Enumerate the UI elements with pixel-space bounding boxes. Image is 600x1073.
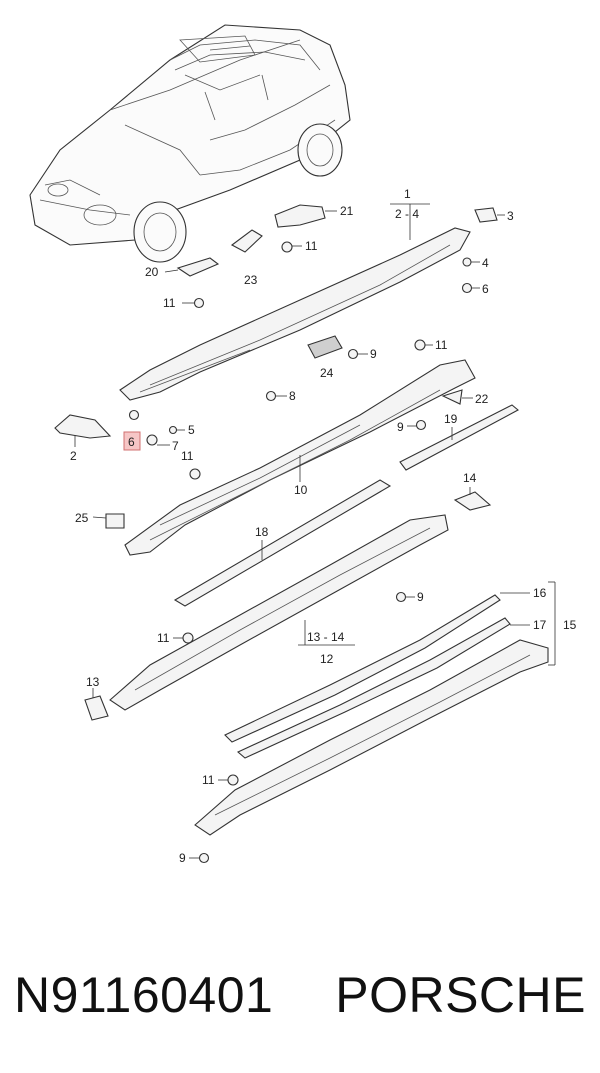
callout-9b: 9 <box>397 420 404 434</box>
callout-23: 23 <box>244 273 258 287</box>
callout-6a: 6 <box>482 282 489 296</box>
callout-1: 1 <box>404 187 411 201</box>
callout-11d: 11 <box>181 449 194 463</box>
part-number: N91160401 <box>14 967 274 1023</box>
callout-4: 4 <box>482 256 489 270</box>
callout-9a: 9 <box>370 347 377 361</box>
callout-8: 8 <box>289 389 296 403</box>
sill-panel <box>119 227 471 401</box>
callout-5: 5 <box>188 423 195 437</box>
callout-10: 10 <box>294 483 308 497</box>
fasteners <box>128 241 473 864</box>
callout-24: 24 <box>320 366 334 380</box>
exploded-parts-diagram: 1 2 - 4 3 4 6 21 11 20 23 11 9 24 11 8 2… <box>29 24 577 865</box>
callout-11b: 11 <box>163 296 176 310</box>
step-strip-16 <box>224 594 501 743</box>
caption-bar: N91160401 PORSCHE <box>0 955 600 1035</box>
car-illustration <box>29 24 351 263</box>
callout-11e: 11 <box>157 631 170 645</box>
callout-21: 21 <box>340 204 354 218</box>
brand-name: PORSCHE <box>335 967 586 1023</box>
strip-19 <box>399 404 519 471</box>
callout-6b: 6 <box>128 435 135 449</box>
callout-19: 19 <box>444 412 458 426</box>
clip-3 <box>474 207 498 223</box>
bracket-23 <box>230 229 263 253</box>
callout-15: 15 <box>563 618 577 632</box>
callout-12: 12 <box>320 652 334 666</box>
end-cap-22 <box>441 389 463 405</box>
callout-2: 2 <box>70 449 77 463</box>
callout-2-4: 2 - 4 <box>395 207 419 221</box>
callout-13: 13 <box>86 675 100 689</box>
side-skirt <box>109 514 449 711</box>
callout-22: 22 <box>475 392 489 406</box>
clip-24 <box>307 335 343 359</box>
strip-18 <box>173 479 392 607</box>
callout-9c: 9 <box>417 590 424 604</box>
bracket-2 <box>54 414 112 439</box>
bracket-21 <box>274 204 326 228</box>
bracket-20 <box>176 257 220 277</box>
callout-18: 18 <box>255 525 269 539</box>
clip-13 <box>84 695 109 721</box>
clip-25 <box>105 513 125 529</box>
callout-25: 25 <box>75 511 89 525</box>
callout-9d: 9 <box>179 851 186 865</box>
callout-11c: 11 <box>435 338 448 352</box>
callout-11a: 11 <box>305 239 318 253</box>
callout-7: 7 <box>172 439 179 453</box>
callout-17: 17 <box>533 618 547 632</box>
callout-13-14: 13 - 14 <box>307 630 345 644</box>
callout-11f: 11 <box>202 773 215 787</box>
callout-14: 14 <box>463 471 477 485</box>
callout-3: 3 <box>507 209 514 223</box>
step-strip-17 <box>236 617 511 759</box>
leader-lines <box>74 203 556 859</box>
clip-14 <box>453 491 492 511</box>
callout-16: 16 <box>533 586 547 600</box>
callout-20: 20 <box>145 265 159 279</box>
highlight-box <box>123 431 141 451</box>
callout-labels: 1 2 - 4 3 4 6 21 11 20 23 11 9 24 11 8 2… <box>70 187 577 865</box>
running-board <box>194 639 549 836</box>
